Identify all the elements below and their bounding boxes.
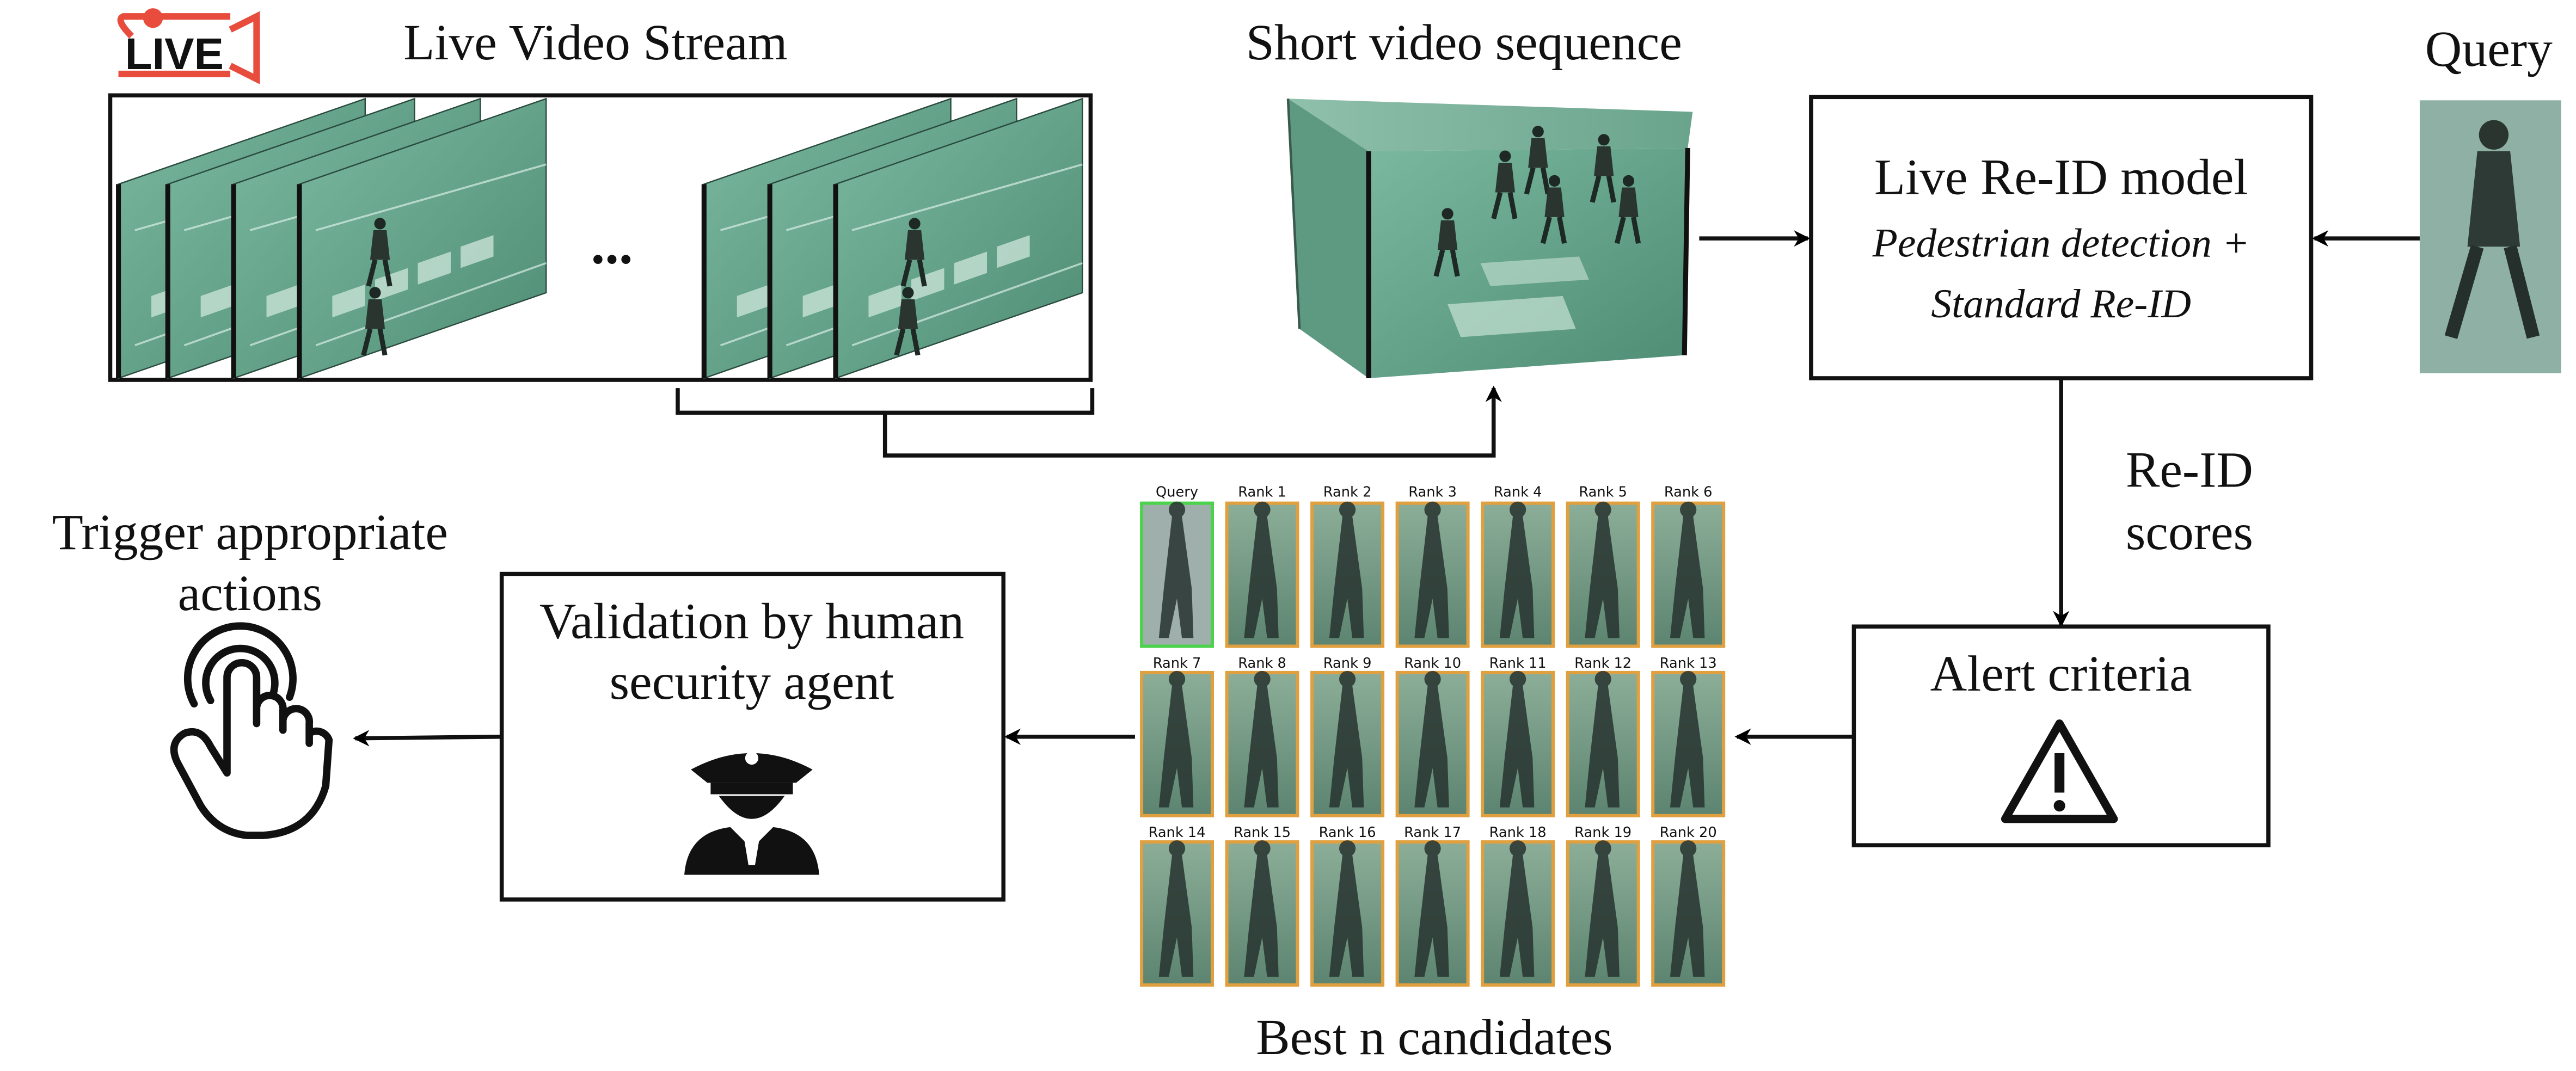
pedestrian-silhouette — [1329, 840, 1364, 977]
gallery-tile-label: Rank 10 — [1404, 655, 1461, 672]
gallery-tile-label: Rank 12 — [1574, 655, 1632, 672]
gallery-tile-label: Rank 8 — [1238, 655, 1286, 672]
gallery-rank-tile: Rank 12 — [1566, 655, 1640, 817]
gallery-rank-tile: Rank 18 — [1481, 824, 1555, 987]
reid-model-line2: Standard Re-ID — [1931, 281, 2191, 327]
gallery-rank-tile: Rank 5 — [1566, 484, 1640, 648]
validation-line2: security agent — [610, 654, 894, 710]
sequence-bracket — [676, 385, 1502, 458]
gallery-tile-label: Rank 13 — [1660, 655, 1717, 672]
gallery-rank-tile: Rank 3 — [1395, 484, 1470, 648]
reid-model-box: Live Re-ID model Pedestrian detection + … — [1809, 95, 2314, 380]
gallery-tile-label: Rank 2 — [1323, 484, 1372, 501]
gallery-query-tile: Query — [1140, 484, 1215, 648]
gallery-rank-tile: Rank 2 — [1310, 484, 1385, 648]
gallery-rank-tile: Rank 16 — [1310, 824, 1385, 987]
query-title: Query — [2425, 21, 2553, 77]
live-badge-text: LIVE — [125, 29, 224, 79]
pedestrian-silhouette — [1158, 840, 1194, 977]
gallery-tile-label: Query — [1156, 484, 1198, 501]
alert-criteria-title: Alert criteria — [1930, 646, 2192, 702]
gallery-tile-label: Rank 5 — [1579, 484, 1627, 501]
gallery-tile-label: Rank 15 — [1234, 824, 1291, 841]
candidate-gallery: Query Rank 1 Rank 2 Rank 3 Rank 4 Rank 5 Rank … — [1140, 484, 1726, 987]
live-icon: LIVE — [117, 8, 260, 84]
pedestrian-silhouette — [1670, 840, 1705, 977]
pedestrian-silhouette — [1585, 501, 1620, 638]
pedestrian-silhouette — [1670, 501, 1705, 638]
trigger-line1: Trigger appropriate — [52, 504, 448, 561]
gallery-tile-label: Rank 11 — [1489, 655, 1547, 672]
pedestrian-silhouette — [1585, 670, 1620, 808]
gallery-rank-tile: Rank 11 — [1481, 655, 1555, 817]
video-sequence-cube — [1286, 99, 1693, 378]
gallery-tile-label: Rank 18 — [1489, 824, 1547, 841]
validation-line1: Validation by human — [539, 593, 964, 649]
gallery-tile-label: Rank 4 — [1494, 484, 1542, 501]
gallery-tile-label: Rank 14 — [1149, 824, 1206, 841]
pedestrian-silhouette — [1670, 670, 1705, 808]
gallery-rank-tile: Rank 15 — [1225, 824, 1299, 987]
pedestrian-silhouette — [1414, 501, 1449, 638]
pedestrian-silhouette — [1585, 840, 1620, 977]
gallery-rank-tile: Rank 6 — [1651, 484, 1726, 648]
gallery-rank-tile: Rank 20 — [1651, 824, 1726, 987]
pedestrian-silhouette — [1158, 501, 1194, 638]
pedestrian-silhouette — [1244, 840, 1279, 977]
gallery-rank-tile: Rank 8 — [1225, 655, 1299, 817]
pedestrian-silhouette — [1244, 670, 1279, 808]
gallery-rank-tile: Rank 14 — [1140, 824, 1215, 987]
gallery-rank-tile: Rank 19 — [1566, 824, 1640, 987]
reid-scores-line2: scores — [2126, 504, 2253, 561]
gallery-rank-tile: Rank 7 — [1140, 655, 1215, 817]
pedestrian-silhouette — [1414, 840, 1449, 977]
gallery-rank-tile: Rank 9 — [1310, 655, 1385, 817]
gallery-tile-label: Rank 9 — [1323, 655, 1372, 672]
stream-ellipsis: ... — [591, 213, 633, 275]
pedestrian-silhouette — [1329, 501, 1364, 638]
gallery-tile-label: Rank 20 — [1660, 824, 1717, 841]
gallery-rank-tile: Rank 1 — [1225, 484, 1299, 648]
reid-scores-line1: Re-ID — [2126, 442, 2253, 498]
pedestrian-silhouette — [1244, 501, 1279, 638]
arrow-validation-to-actions — [353, 730, 502, 747]
gallery-tile-label: Rank 3 — [1408, 484, 1457, 501]
gallery-rank-tile: Rank 10 — [1395, 655, 1470, 817]
live-stream-frames — [108, 93, 1093, 382]
tap-gesture-icon — [170, 622, 333, 839]
reid-model-line1: Pedestrian detection + — [1872, 220, 2250, 266]
gallery-rank-tile: Rank 13 — [1651, 655, 1726, 817]
gallery-tile-label: Rank 16 — [1319, 824, 1376, 841]
pedestrian-silhouette — [1329, 670, 1364, 808]
query-image — [2419, 100, 2561, 373]
validation-box: Validation by human security agent — [499, 571, 1006, 902]
reid-model-title: Live Re-ID model — [1874, 150, 2248, 206]
gallery-tile-label: Rank 17 — [1404, 824, 1461, 841]
alert-criteria-box: Alert criteria — [1851, 624, 2271, 847]
pedestrian-silhouette — [1499, 670, 1535, 808]
trigger-line2: actions — [178, 565, 322, 621]
gallery-tile-label: Rank 7 — [1153, 655, 1201, 672]
pedestrian-silhouette — [1414, 670, 1449, 808]
pedestrian-silhouette — [1158, 670, 1194, 808]
security-agent-icon — [684, 751, 819, 875]
pedestrian-silhouette — [1499, 501, 1535, 638]
pedestrian-silhouette — [1499, 840, 1535, 977]
live-stream-title: Live Video Stream — [403, 15, 787, 71]
best-candidates-title: Best n candidates — [1256, 1010, 1612, 1066]
gallery-rank-tile: Rank 4 — [1481, 484, 1555, 648]
gallery-rank-tile: Rank 17 — [1395, 824, 1470, 987]
gallery-tile-label: Rank 6 — [1664, 484, 1713, 501]
warning-icon — [2001, 719, 2118, 823]
short-sequence-title: Short video sequence — [1246, 15, 1682, 71]
gallery-tile-label: Rank 19 — [1574, 824, 1632, 841]
gallery-tile-label: Rank 1 — [1238, 484, 1286, 501]
